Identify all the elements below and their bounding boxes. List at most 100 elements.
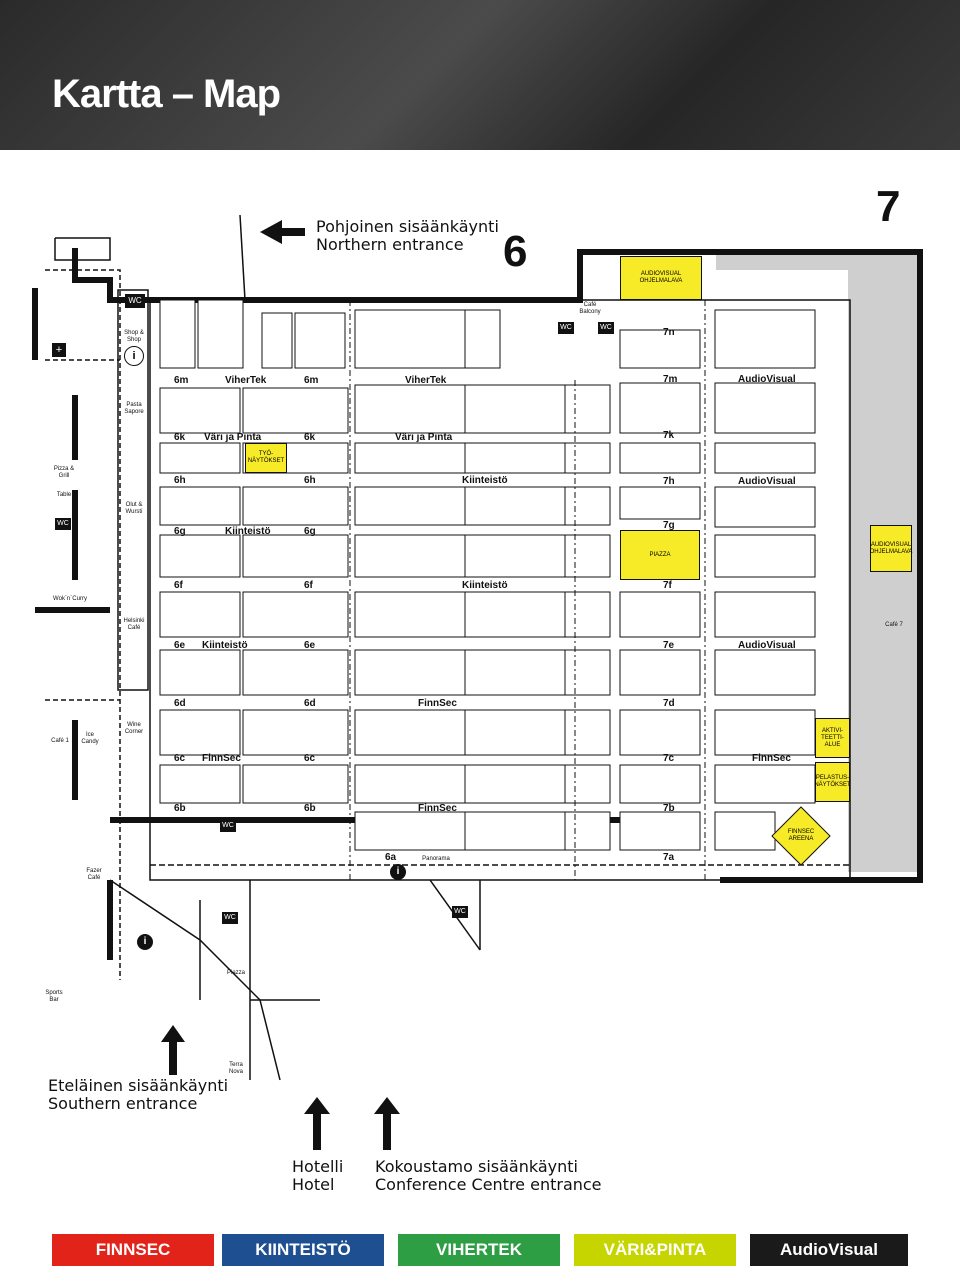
audiovisual-stage-area: AUDIOVISUAL OHJELMALAVA <box>620 256 702 300</box>
row-label-7: 7g <box>663 520 675 531</box>
finnsec-arena-label: FINNSEC AREENA <box>787 829 815 842</box>
row-label-7: 7k <box>663 430 675 441</box>
row-label: 6f <box>304 580 313 591</box>
row-label: 6m <box>174 375 189 386</box>
activity-area: AKTIVI-TEETTI-ALUE <box>815 718 850 758</box>
wc-icon: WC <box>558 322 574 334</box>
row-label-7: 7a <box>663 852 675 863</box>
hotel-arrow <box>304 1097 330 1150</box>
section-label-finnsec: FinnSec <box>418 803 457 814</box>
aisle-lines <box>349 300 706 880</box>
section-label-finnsec: FinnSec <box>752 753 791 764</box>
section-label-vari-ja-pinta: Väri ja Pinta <box>204 432 262 443</box>
row-label-7: 7e <box>663 640 675 651</box>
north-arrow <box>260 220 305 244</box>
legend-varipinta: VÄRI&PINTA <box>574 1234 736 1266</box>
hall-7-number: 7 <box>876 182 901 231</box>
rescue-demo-area: PELASTUS-NÄYTÖKSET <box>814 762 851 802</box>
wc-icon: WC <box>222 912 238 924</box>
cafe1-label: Café 1 <box>51 738 69 744</box>
info-icon: i <box>390 864 406 880</box>
row-label: 6h <box>304 475 316 486</box>
wc-icon: WC <box>598 322 614 334</box>
wine-corner-label: Wine Corner <box>124 722 144 735</box>
row-label: 6d <box>304 698 316 709</box>
section-label-audiovisual: AudioVisual <box>738 640 796 651</box>
row-label: 6e <box>304 640 316 651</box>
south-entrance-fi: Eteläinen sisäänkäynti <box>48 1076 229 1095</box>
section-label-finnsec: FinnSec <box>202 753 241 764</box>
section-label-kiinteisto: Kiinteistö <box>202 640 248 651</box>
hotel-label-fi: Hotelli <box>292 1157 344 1176</box>
row-label: 6b <box>304 803 316 814</box>
section-label-audiovisual: AudioVisual <box>738 374 796 385</box>
section-label-kiinteisto: Kiinteistö <box>225 526 271 537</box>
wc-icon: WC <box>125 294 145 308</box>
section-label-vihertek: ViherTek <box>405 375 447 386</box>
section-label-audiovisual: AudioVisual <box>738 476 796 487</box>
info-icon: i <box>137 934 153 950</box>
section-label-vari-ja-pinta: Väri ja Pinta <box>395 432 453 443</box>
row-label-7: 7f <box>663 580 672 591</box>
north-entrance-label: Pohjoinen sisäänkäynti Northern entrance <box>316 218 499 254</box>
row-label: 6c <box>304 753 316 764</box>
conference-label-en: Conference Centre entrance <box>375 1175 602 1194</box>
row-label-7: 7h <box>663 476 675 487</box>
row-label: 6b <box>174 803 186 814</box>
section-label-kiinteisto: Kiinteistö <box>462 475 508 486</box>
audiovisual-stage2-area: AUDIOVISUAL OHJELMALAVA <box>870 525 912 572</box>
terra-nova-label: Terra Nova <box>228 1062 243 1075</box>
row-label-7: 7n <box>663 327 675 338</box>
panorama-label: Panorama <box>422 856 450 862</box>
section-label-finnsec: FinnSec <box>418 698 457 709</box>
row-label: 6m <box>304 375 319 386</box>
hall-6-number: 6 <box>503 227 528 276</box>
legend-audiovisual: AudioVisual <box>750 1234 908 1266</box>
row-label: 6h <box>174 475 186 486</box>
wok-label: Wok´n´Curry <box>53 596 87 602</box>
row-label: 6c <box>174 753 186 764</box>
row-label: 6k <box>174 432 186 443</box>
conference-arrow <box>374 1097 400 1150</box>
section-label-kiinteisto: Kiinteistö <box>462 580 508 591</box>
page-title: Kartta – Map <box>52 72 281 116</box>
north-entrance-en: Northern entrance <box>316 235 464 254</box>
row-label-7: 7c <box>663 753 675 764</box>
cafe7-label: Café 7 <box>885 622 903 628</box>
legend-kiinteisto: KIINTEISTÖ <box>222 1234 384 1266</box>
helsinki-cafe-label: Helsinki Café <box>123 618 145 631</box>
shop-label: Shop & Shop <box>124 330 144 343</box>
olut-label: Olut & Wursti <box>125 502 143 515</box>
piazza-south-label: Piazza <box>226 970 245 976</box>
row-label: 6g <box>304 526 316 537</box>
row-label: 6f <box>174 580 183 591</box>
row-label-7: 7d <box>663 698 675 709</box>
row-label: 6d <box>174 698 186 709</box>
info-icon: i <box>124 346 144 366</box>
header-banner: Kartta – Map <box>0 0 960 150</box>
sports-bar-label: Sports Bar <box>45 990 63 1003</box>
hotel-entrance-label: Hotelli Hotel <box>292 1158 343 1194</box>
conference-label-fi: Kokoustamo sisäänkäynti <box>375 1157 578 1176</box>
north-entrance-fi: Pohjoinen sisäänkäynti <box>316 217 499 236</box>
row-label-7: 7m <box>663 374 678 385</box>
row-label: 6a <box>385 852 397 863</box>
south-entrance-label: Eteläinen sisäänkäynti Southern entrance <box>48 1077 228 1113</box>
south-arrow <box>161 1025 185 1075</box>
conference-entrance-label: Kokoustamo sisäänkäynti Conference Centr… <box>375 1158 602 1194</box>
floor-plan-map <box>32 214 923 1150</box>
pasta-label: Pasta Sapore <box>124 402 144 415</box>
row-label: 6g <box>174 526 186 537</box>
wc-icon: WC <box>55 518 71 530</box>
wc-icon: WC <box>220 820 236 832</box>
legend-finnsec: FINNSEC <box>52 1234 214 1266</box>
booth-blocks-hall6 <box>159 299 611 851</box>
legend-vihertek: VIHERTEK <box>398 1234 560 1266</box>
pizza-label: Pizza & Grill <box>53 466 75 479</box>
cafe-balcony-label: Café Balcony <box>579 302 601 315</box>
first-aid-icon: + <box>52 343 66 357</box>
inner-structure <box>45 214 851 1081</box>
south-entrance-en: Southern entrance <box>48 1094 198 1113</box>
section-label-vihertek: ViherTek <box>225 375 267 386</box>
row-label-7: 7b <box>663 803 675 814</box>
